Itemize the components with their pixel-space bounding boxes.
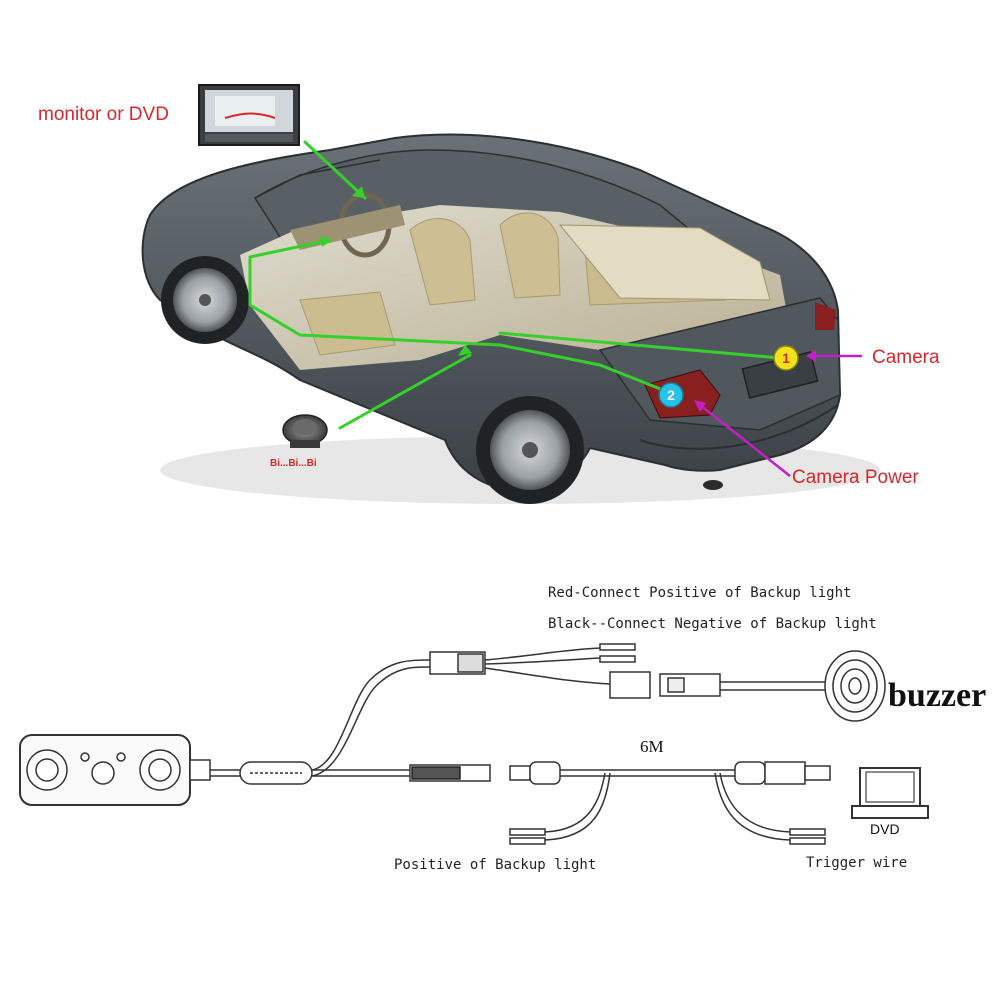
red-wire-label: Red-Connect Positive of Backup light — [548, 585, 851, 601]
monitor-arrow-head — [352, 186, 365, 198]
magenta-pointers — [699, 354, 862, 477]
car-illustration — [141, 133, 880, 504]
monitor-label: monitor or DVD — [38, 104, 169, 125]
camera-label: Camera — [872, 347, 940, 368]
monitor-thumbnail — [198, 84, 300, 146]
camera-unit — [19, 734, 211, 806]
camera-pointer-head — [806, 350, 816, 362]
routing-lines — [248, 140, 782, 430]
buzzer-arrow-head — [458, 345, 472, 356]
dvd-label: DVD — [870, 821, 900, 837]
marker-camera-power: 2 — [658, 382, 684, 408]
marker-1-text: 1 — [782, 350, 790, 366]
dash-arrow-head — [320, 236, 332, 247]
camera-power-label: Camera Power — [792, 467, 919, 488]
buzzer-device — [824, 650, 886, 722]
buzzer-label: buzzer — [888, 677, 986, 714]
black-wire-label: Black--Connect Negative of Backup light — [548, 616, 877, 632]
wiring-diagram — [19, 643, 929, 845]
positive-backup-label: Positive of Backup light — [394, 857, 596, 873]
marker-2-text: 2 — [667, 387, 675, 403]
cable-length-label: 6M — [640, 737, 664, 756]
dvd-monitor — [851, 767, 929, 819]
buzzer-sound-label: Bi...Bi...Bi — [270, 458, 317, 469]
trigger-wire-label: Trigger wire — [806, 855, 907, 871]
buzzer-plug-female — [609, 671, 651, 699]
marker-camera: 1 — [773, 345, 799, 371]
power-pointer-head — [694, 400, 706, 412]
buzzer-thumbnail — [282, 414, 328, 448]
